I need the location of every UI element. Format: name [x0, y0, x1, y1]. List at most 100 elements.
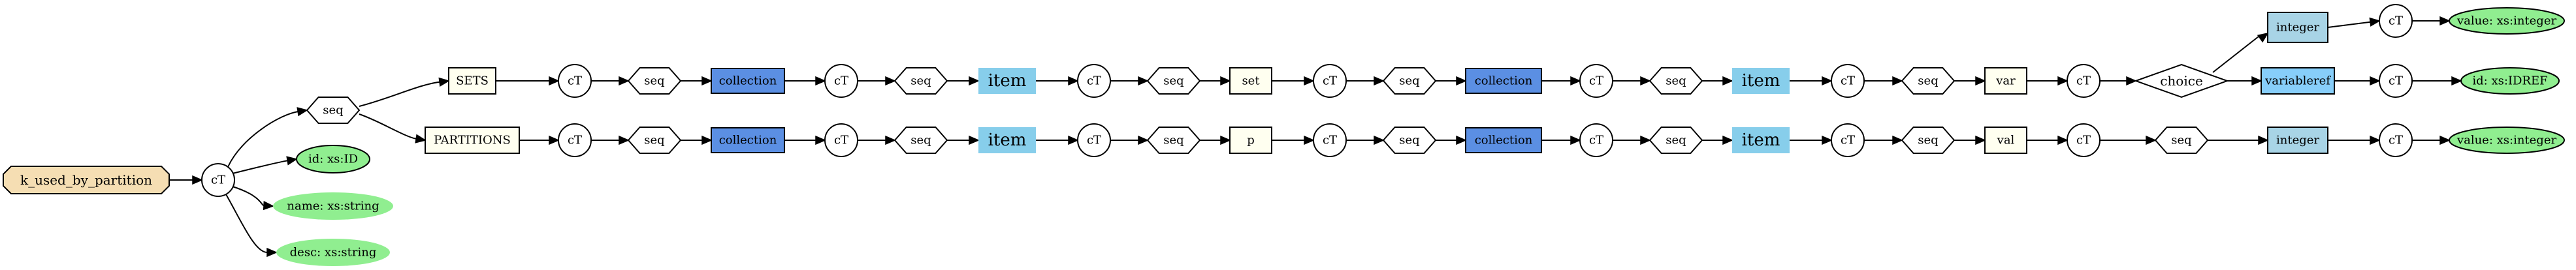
collection-box[interactable]: collection — [1465, 68, 1542, 94]
choice-diamond[interactable]: choice — [2134, 63, 2229, 98]
set-box[interactable]: set — [1229, 67, 1272, 95]
arrowhead — [1892, 135, 1903, 145]
node-label: integer — [2276, 21, 2319, 35]
var-box[interactable]: var — [1984, 67, 2027, 95]
arrowhead — [2057, 135, 2069, 145]
node-label: seq — [644, 74, 664, 88]
node-label: name: xs:string — [287, 200, 379, 213]
collection-box[interactable]: collection — [1465, 127, 1542, 153]
collection-box[interactable]: collection — [711, 127, 785, 153]
seq-node[interactable]: seq — [2154, 127, 2209, 154]
node-label: cT — [568, 74, 582, 88]
root-node[interactable]: k_used_by_partition — [3, 166, 170, 194]
item-box[interactable]: item — [978, 127, 1036, 153]
ct-node[interactable]: cT — [2379, 123, 2413, 157]
integer-box[interactable]: integer — [2267, 127, 2328, 154]
seq-node[interactable]: seq — [1382, 67, 1437, 95]
ct-node[interactable]: cT — [1313, 123, 1347, 157]
item-box[interactable]: item — [1732, 127, 1790, 153]
ct-node[interactable]: cT — [2379, 64, 2413, 98]
seq-node[interactable]: seq — [1901, 127, 1956, 154]
node-label: integer — [2276, 134, 2319, 147]
node-label: seq — [644, 134, 664, 147]
ct-node[interactable]: cT — [558, 123, 592, 157]
node-label: choice — [2160, 73, 2203, 89]
arrowhead — [1822, 135, 1833, 145]
ct-node[interactable]: cT — [1831, 64, 1865, 98]
integer-box[interactable]: integer — [2267, 12, 2328, 43]
arrowhead — [1220, 76, 1231, 86]
seq-node[interactable]: seq — [1146, 127, 1201, 154]
attr-name-ellipse: name: xs:string — [273, 192, 393, 220]
seq-node[interactable]: seq — [1382, 127, 1437, 154]
arrowhead — [2370, 135, 2381, 145]
node-label: k_used_by_partition — [20, 172, 152, 188]
collection-box[interactable]: collection — [711, 68, 785, 94]
node-label: seq — [1399, 134, 1419, 147]
ct-node[interactable]: cT — [2067, 123, 2101, 157]
arrowhead — [415, 134, 427, 143]
ct-node[interactable]: cT — [1831, 123, 1865, 157]
node-label: value: xs:integer — [2456, 14, 2557, 28]
seq-node[interactable]: seq — [627, 67, 682, 95]
node-label: cT — [1841, 74, 1855, 88]
node-label: cT — [834, 74, 848, 88]
ct-node[interactable]: cT — [2379, 4, 2413, 38]
seq-node[interactable]: seq — [1901, 67, 1956, 95]
seq-node[interactable]: seq — [1649, 127, 1703, 154]
ct-node[interactable]: cT — [1313, 64, 1347, 98]
arrowhead — [1138, 76, 1149, 86]
p-box[interactable]: p — [1229, 127, 1272, 154]
ct-node[interactable]: cT — [824, 123, 858, 157]
seq-node[interactable]: seq — [1146, 67, 1201, 95]
arrowhead — [2369, 17, 2381, 27]
ct-node[interactable]: cT — [2067, 64, 2101, 98]
ct-node[interactable]: cT — [1579, 123, 1613, 157]
seq-node[interactable]: seq — [1649, 67, 1703, 95]
seq-node[interactable]: seq — [306, 97, 361, 124]
node-label: seq — [1666, 134, 1686, 147]
arrowhead — [885, 76, 896, 86]
ct-node[interactable]: cT — [558, 64, 592, 98]
node-label: cT — [568, 134, 582, 147]
ct-node[interactable]: cT — [824, 64, 858, 98]
node-label: val — [1997, 134, 2015, 147]
node-label: cT — [2389, 74, 2403, 88]
seq-node[interactable]: seq — [627, 127, 682, 154]
seq-node[interactable]: seq — [894, 127, 948, 154]
node-label: collection — [719, 74, 777, 88]
variableref-box[interactable]: variableref — [2261, 67, 2335, 95]
arrowhead — [263, 201, 274, 211]
node-label: set — [1242, 74, 1260, 88]
node-label: cT — [1323, 134, 1337, 147]
node-label: seq — [910, 134, 931, 147]
value-integer-ellipse: value: xs:integer — [2449, 7, 2565, 35]
ct-node[interactable]: cT — [201, 163, 235, 197]
node-label: SETS — [456, 74, 489, 88]
node-label: seq — [1918, 134, 1938, 147]
arrowhead — [1220, 135, 1231, 145]
val-box[interactable]: val — [1984, 127, 2027, 154]
item-box[interactable]: item — [978, 68, 1036, 94]
node-label: seq — [323, 104, 343, 117]
seq-node[interactable]: seq — [894, 67, 948, 95]
ct-node[interactable]: cT — [1579, 64, 1613, 98]
item-box[interactable]: item — [1732, 68, 1790, 94]
arrowhead — [1892, 76, 1903, 86]
arrowhead — [1068, 135, 1079, 145]
arrowhead — [2451, 76, 2462, 86]
edge — [359, 81, 440, 107]
ct-node[interactable]: cT — [1077, 123, 1111, 157]
arrowhead — [815, 135, 826, 145]
ct-node[interactable]: cT — [1077, 64, 1111, 98]
arrowhead — [2370, 76, 2381, 86]
arrowhead — [2126, 76, 2137, 86]
arrowhead — [2257, 32, 2269, 43]
sets-box[interactable]: SETS — [448, 67, 496, 95]
node-label: seq — [1918, 74, 1938, 88]
node-label: seq — [1399, 74, 1419, 88]
partitions-box[interactable]: PARTITIONS — [425, 127, 520, 154]
arrowhead — [1722, 135, 1733, 145]
edges — [169, 16, 2462, 258]
